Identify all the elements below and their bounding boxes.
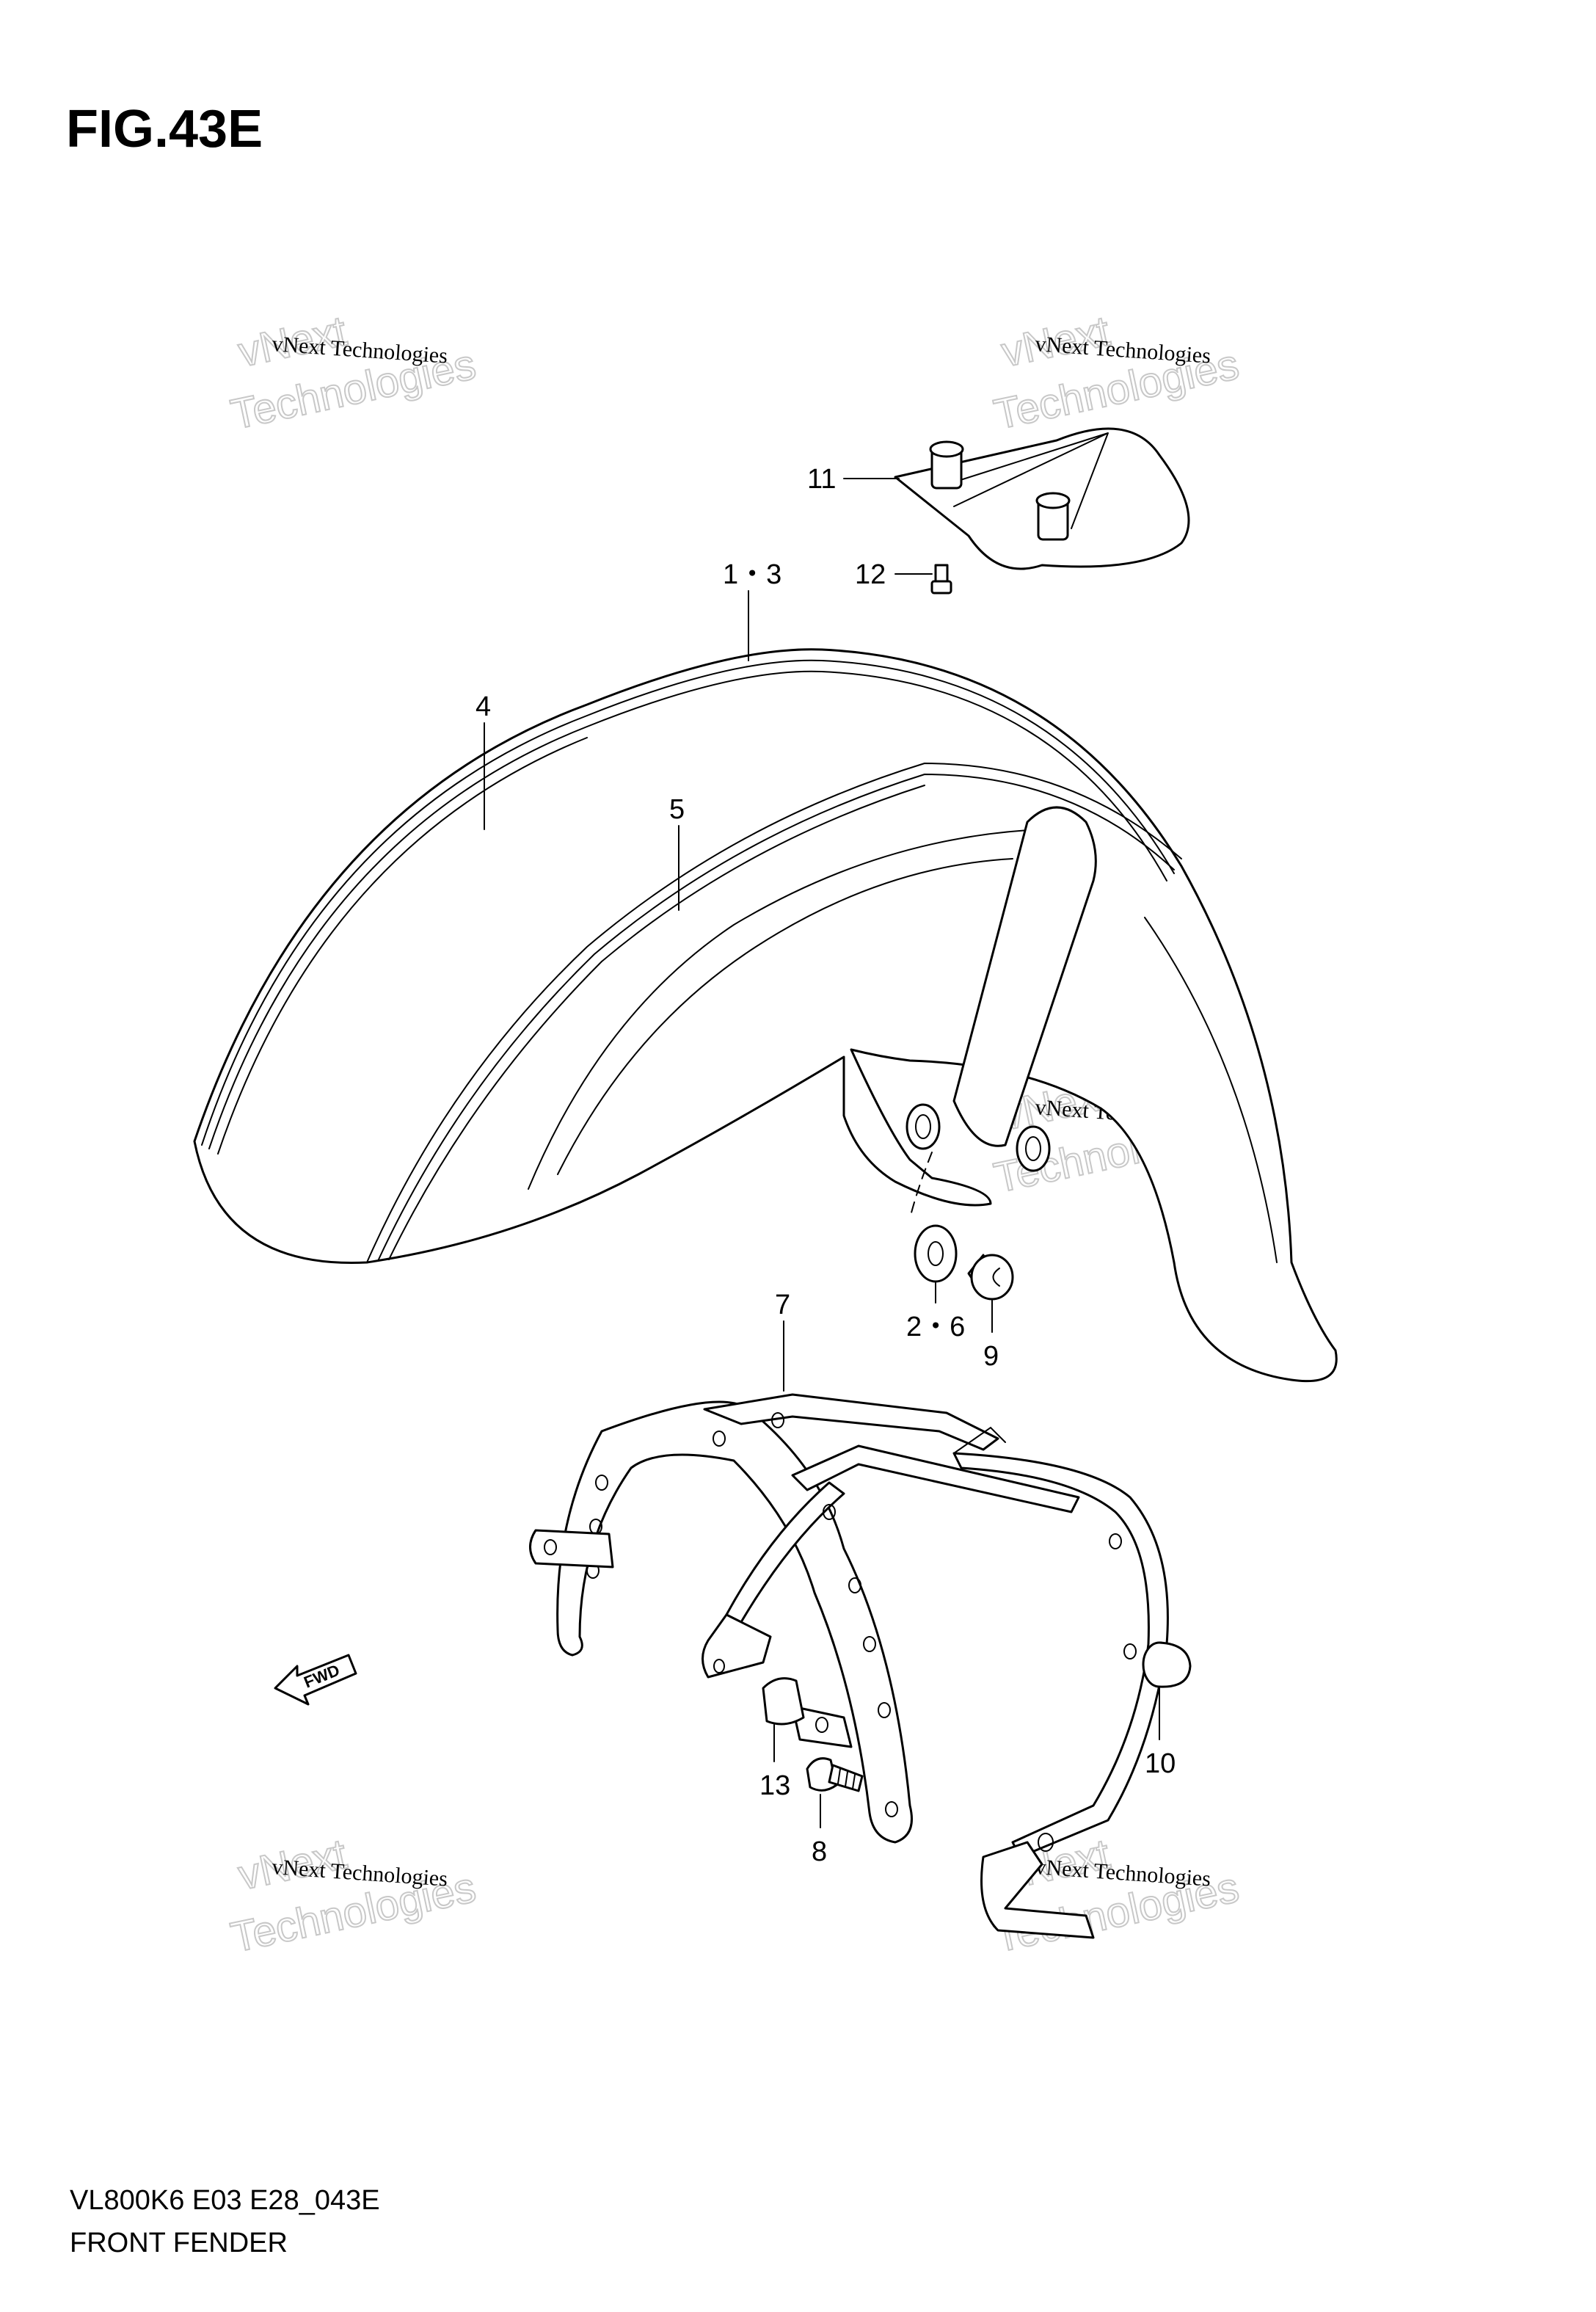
callout-13: 13: [759, 1770, 790, 1801]
callout-10: 10: [1145, 1748, 1176, 1779]
callout-5: 5: [669, 794, 685, 825]
watermark-bottom-left: vNext Technologies vNext Technologies: [226, 1829, 481, 1962]
part-2-6-washer: [914, 1224, 958, 1283]
callout-9: 9: [983, 1341, 999, 1372]
fwd-arrow-icon: FWD: [274, 1654, 357, 1706]
watermark-top-right: vNext Technologies vNext Technologies: [989, 306, 1244, 439]
callout-7: 7: [775, 1290, 790, 1320]
figure-title: FIG.43E: [66, 100, 263, 159]
part-7-fender-brace: [529, 1393, 1169, 1939]
diagram-code: VL800K6 E03 E28_043E: [70, 2185, 380, 2216]
callout-11: 11: [807, 464, 836, 495]
part-8-bolt: [806, 1757, 864, 1792]
part-9-collar: [967, 1254, 1014, 1301]
callout-2-6: 2・6: [906, 1312, 965, 1342]
fender-fork-mount-arm: [906, 806, 1097, 1219]
diagram-name: FRONT FENDER: [70, 2228, 288, 2258]
callout-4: 4: [475, 691, 491, 722]
part-12-bolt: [930, 564, 952, 595]
watermark-top-left: vNext Technologies vNext Technologies: [226, 306, 481, 439]
callout-8: 8: [812, 1836, 827, 1867]
part-11-bracket-plate: [894, 427, 1190, 570]
callout-1-3: 1・3: [723, 559, 781, 590]
part-10-cap: [1142, 1641, 1192, 1688]
part-1-3-front-fender: [193, 648, 1338, 1383]
callout-12: 12: [855, 559, 886, 590]
part-13-cushion: [762, 1677, 805, 1726]
